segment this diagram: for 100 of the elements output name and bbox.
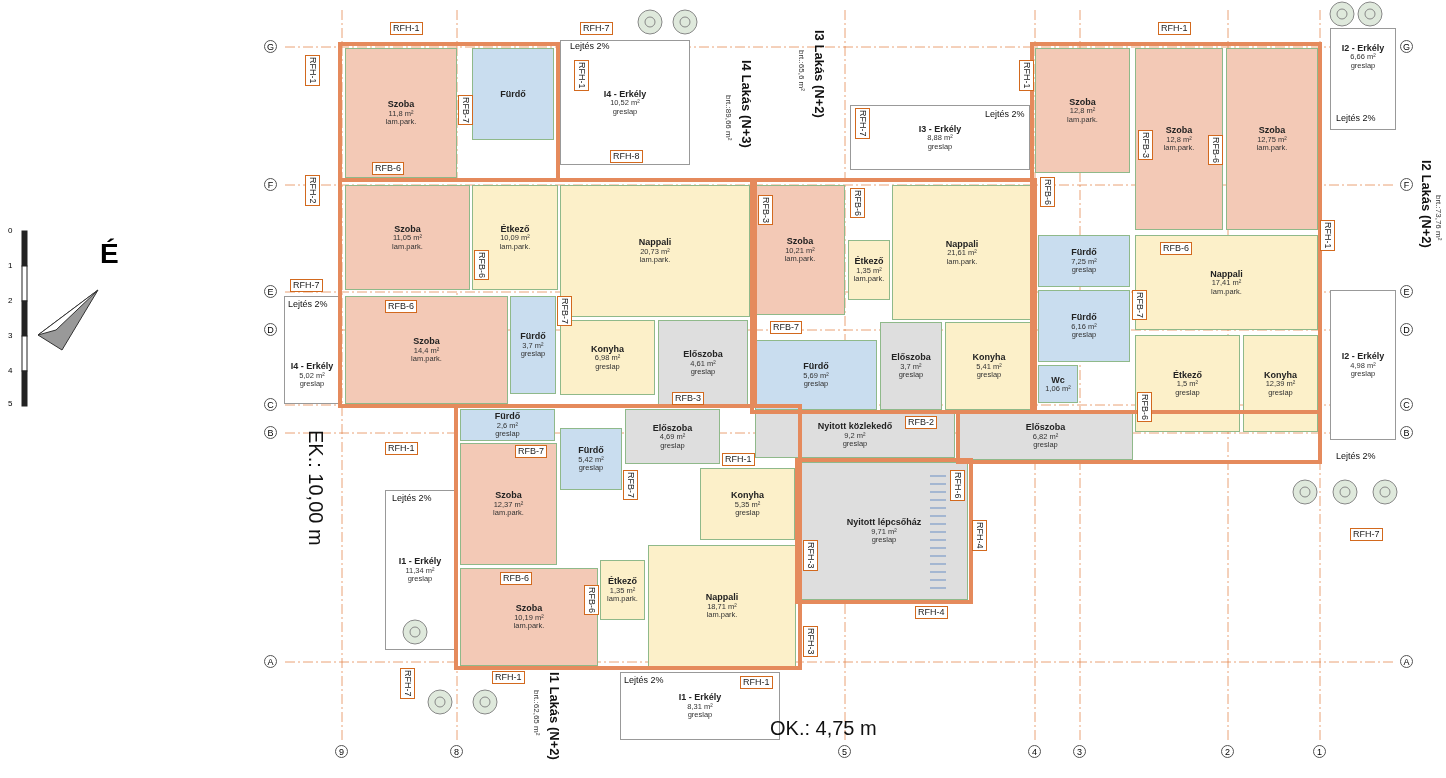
grid-axis-marker: D	[264, 323, 277, 336]
wall-type-tag: RFH-1	[1320, 220, 1335, 251]
room-area	[345, 296, 508, 404]
room-area	[658, 320, 748, 406]
room-area	[1135, 235, 1318, 330]
room-name: Fürdő	[494, 411, 521, 422]
room-area	[848, 240, 890, 300]
wall-type-tag: RFH-4	[972, 520, 987, 551]
level-elevation: EK.: 10,00 m	[306, 430, 326, 546]
room-area	[1035, 48, 1130, 173]
wall-type-tag: RFH-7	[580, 22, 613, 35]
wall-type-tag: RFH-7	[855, 108, 870, 139]
grid-axis-marker: G	[1400, 40, 1413, 53]
room-name: Szoba	[1165, 125, 1193, 136]
room-area	[880, 322, 942, 410]
room-name: I2 - Erkély	[1341, 43, 1385, 54]
slope-note: Lejtés 2%	[1336, 114, 1376, 123]
room-name: Szoba	[394, 223, 421, 234]
wall-type-tag: RFH-1	[492, 671, 525, 684]
room-name: Nyitott közlekedő	[817, 421, 893, 432]
room-name: Fürdő	[578, 445, 604, 456]
wall-type-tag: RFH-8	[610, 150, 643, 163]
wall-type-tag: RFB-6	[1160, 242, 1192, 255]
room-name: I2 - Erkély	[1341, 351, 1385, 362]
wall-type-tag: RFH-3	[803, 626, 818, 657]
room-area	[510, 296, 556, 394]
room-area	[472, 185, 558, 290]
room-area	[560, 428, 622, 490]
wall-type-tag: RFB-7	[557, 296, 572, 326]
wall-type-tag: RFB-7	[1132, 290, 1147, 320]
scale-number: 5	[8, 400, 13, 408]
balcony-area	[1330, 28, 1396, 130]
room-name: Szoba	[786, 236, 814, 247]
room-name: Előszoba	[891, 352, 931, 363]
grid-axis-marker: A	[264, 655, 277, 668]
room-name: Étkező	[1173, 369, 1202, 380]
grid-axis-marker: E	[264, 285, 277, 298]
room-area	[460, 443, 557, 565]
gross-area: brt.:62,65 m²	[532, 690, 540, 736]
grid-axis-marker: 1	[1313, 745, 1326, 758]
room-area	[1038, 365, 1078, 403]
balcony-area	[284, 296, 340, 404]
wall-type-tag: RFB-6	[1208, 135, 1223, 165]
grid-axis-marker: C	[264, 398, 277, 411]
room-area	[345, 185, 470, 290]
wall-type-tag: RFH-1	[740, 676, 773, 689]
scale-number: 2	[8, 297, 13, 305]
wall-type-tag: RFH-7	[1350, 528, 1383, 541]
room-area	[625, 409, 720, 464]
room-area	[1038, 235, 1130, 287]
wall-type-tag: RFB-3	[1138, 130, 1153, 160]
north-letter: É	[100, 240, 119, 268]
room-name: I1 - Erkély	[398, 556, 442, 567]
wall-type-tag: RFB-6	[474, 250, 489, 280]
room-name: Nappali	[1210, 268, 1243, 280]
gross-area: brt.:65,6 m²	[797, 50, 805, 91]
wall-type-tag: RFH-1	[305, 55, 320, 86]
wall-type-tag: RFB-3	[758, 195, 773, 225]
wall-type-tag: RFB-6	[584, 585, 599, 615]
apartment-title: I3 Lakás (N+2)	[813, 30, 826, 118]
room-area	[1135, 335, 1240, 432]
room-name: Nappali	[705, 592, 739, 603]
room-name: Fürdő	[803, 361, 829, 372]
grid-axis-marker: B	[264, 426, 277, 439]
slope-note: Lejtés 2%	[624, 676, 664, 685]
wall-type-tag: RFH-4	[915, 606, 948, 619]
slope-note: Lejtés 2%	[392, 494, 432, 503]
room-name: Előszoba	[683, 349, 723, 360]
grid-axis-marker: E	[1400, 285, 1413, 298]
room-name: Fürdő	[520, 331, 546, 342]
room-area	[945, 322, 1033, 410]
room-name: Étkező	[500, 223, 530, 234]
wall-type-tag: RFB-2	[905, 416, 937, 429]
room-name: Szoba	[1069, 96, 1096, 107]
room-name: Előszoba	[1025, 422, 1066, 433]
room-name: Szoba	[1258, 125, 1286, 136]
balcony-area	[560, 40, 690, 165]
room-name: I4 - Erkély	[290, 361, 334, 372]
room-area	[755, 340, 877, 410]
room-name: Fürdő	[1071, 247, 1097, 258]
wall-type-tag: RFH-3	[803, 540, 818, 571]
grid-axis-marker: B	[1400, 426, 1413, 439]
gross-area: brt.:73,76 m²	[1434, 195, 1442, 241]
wall-type-tag: RFB-6	[1137, 392, 1152, 422]
room-name: Szoba	[495, 490, 522, 501]
room-area	[648, 545, 796, 667]
wall-type-tag: RFB-6	[850, 188, 865, 218]
slope-note: Lejtés 2%	[985, 110, 1025, 119]
grid-axis-marker: C	[1400, 398, 1413, 411]
room-area	[1038, 290, 1130, 362]
wall-type-tag: RFB-3	[672, 392, 704, 405]
scale-number: 4	[8, 367, 13, 375]
wall-type-tag: RFH-1	[385, 442, 418, 455]
apartment-title: I2 Lakás (N+2)	[1420, 160, 1433, 248]
room-name: Nappali	[638, 237, 672, 248]
room-area	[460, 409, 555, 441]
room-name: Szoba	[387, 99, 415, 110]
wall-type-tag: RFH-1	[722, 453, 755, 466]
room-area	[755, 185, 845, 315]
wall-type-tag: RFH-1	[574, 60, 589, 91]
